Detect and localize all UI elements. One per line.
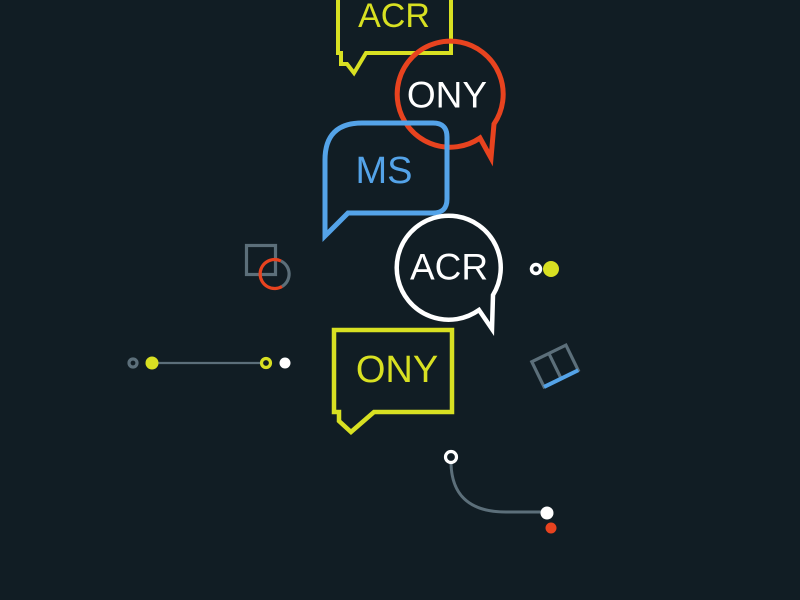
speech-bubble-ony-yellow: ONY: [331, 327, 455, 436]
ring-icon: [127, 357, 139, 369]
ring-icon: [443, 449, 459, 465]
speech-bubble-outline: [331, 327, 455, 436]
book-decor: [529, 342, 581, 390]
speech-bubble-outline: [394, 38, 506, 167]
speech-bubble-outline: [394, 213, 503, 336]
dot-icon: [543, 261, 559, 277]
bubble-label-ms: MS: [356, 150, 413, 192]
curve-decor: [443, 449, 557, 534]
curve-line: [449, 462, 543, 514]
book-spine-icon: [547, 352, 563, 380]
dot-icon: [279, 357, 291, 369]
dot-icon: [540, 506, 554, 520]
book-edge-icon: [543, 368, 580, 389]
speech-bubble-ony-red: ONY: [394, 38, 506, 167]
speech-bubble-ms-blue: MS: [322, 120, 450, 243]
speech-bubble-acr-white: ACR: [394, 213, 503, 336]
bubble-label-ony-yellow: ONY: [356, 349, 438, 391]
bubble-label-acr-white: ACR: [410, 247, 488, 288]
square-circle-decor: [244, 243, 291, 291]
ring-icon: [259, 356, 273, 370]
speech-bubble-acr-top: ACR: [336, 0, 453, 77]
dots-pair-decor: [529, 261, 559, 277]
speech-bubble-outline: [322, 120, 450, 243]
dot-icon: [145, 356, 159, 370]
speech-bubble-outline: [336, 0, 453, 77]
line-dots-decor: [127, 356, 291, 370]
bubble-label-acr-top: ACR: [358, 0, 430, 35]
bubble-label-ony-red: ONY: [407, 75, 487, 116]
ring-icon: [529, 262, 543, 276]
circle-red-arc-icon: [258, 257, 283, 291]
circle-slate-arc-icon: [280, 259, 291, 288]
dot-icon: [545, 522, 557, 534]
